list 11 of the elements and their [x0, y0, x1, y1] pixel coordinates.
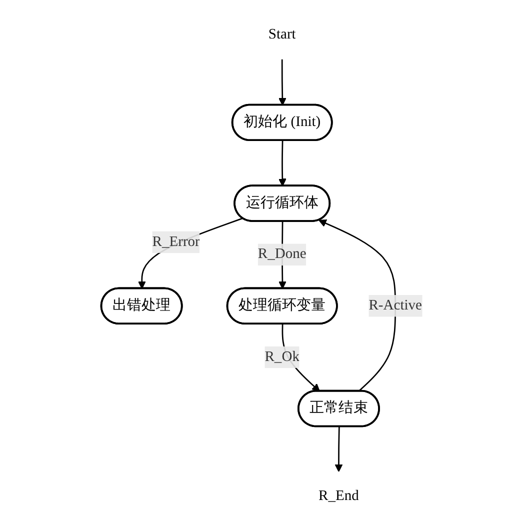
edge-label: R_Ok	[264, 349, 300, 364]
edge-label: R_Error	[152, 234, 200, 250]
arrow	[278, 59, 286, 106]
node-text: Start	[268, 26, 296, 42]
edge-label: R-Active	[368, 298, 422, 314]
arrow	[334, 426, 343, 472]
edge-label: R_Done	[258, 246, 306, 262]
arrow	[138, 218, 243, 290]
arrow	[278, 140, 286, 186]
node-text: R_End	[318, 488, 359, 504]
arrow	[318, 220, 396, 392]
